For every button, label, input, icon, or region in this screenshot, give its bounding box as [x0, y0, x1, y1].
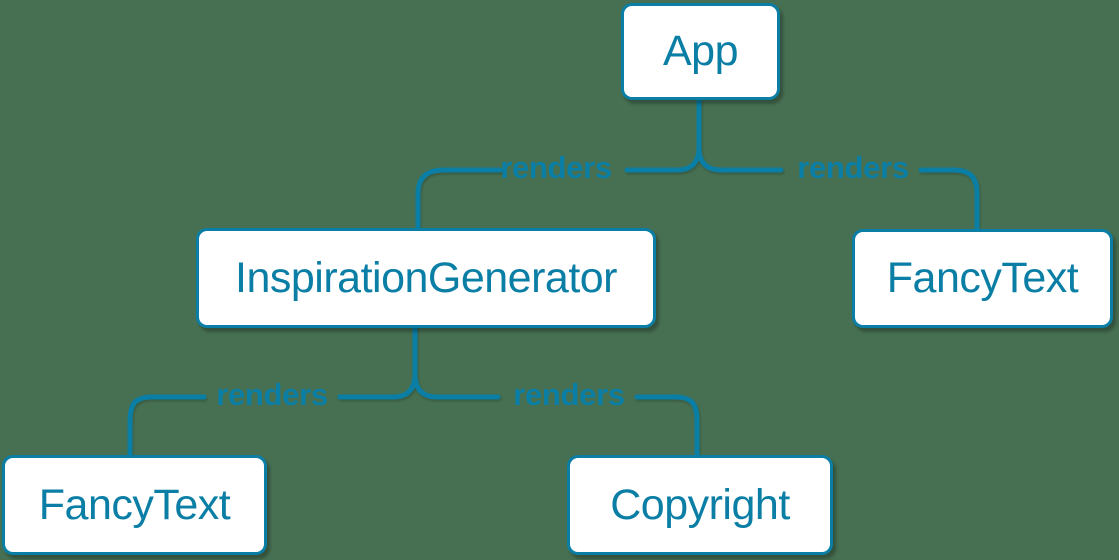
node-fancy-text-bottom-left: FancyText: [2, 455, 267, 555]
edge-label-inspiration-generator-fancy-text: renders: [216, 377, 328, 412]
edge-inspiration-generator-to-fancy-text-line: [337, 371, 418, 400]
edge-inspiration-generator-to-fancy-text-drop-line: [127, 394, 207, 458]
node-fancy-text-top-right-label: FancyText: [886, 254, 1079, 302]
node-app-label: App: [662, 27, 739, 75]
edge-app-to-fancy-text-drop-line: [918, 167, 980, 232]
node-inspiration-generator-label: InspirationGenerator: [235, 253, 618, 302]
edge-label-app-inspiration-generator: renders: [500, 150, 612, 185]
node-fancy-text-bottom-left-label: FancyText: [38, 480, 231, 529]
edge-label-inspiration-generator-copyright: renders: [513, 377, 625, 412]
edge-inspiration-generator-to-copyright-drop-line: [634, 394, 700, 458]
edge-app-to-fancy-text-line: [696, 144, 784, 173]
node-copyright-label: Copyright: [610, 480, 790, 529]
edge-app-to-inspiration-generator-line: [624, 144, 702, 173]
node-app: App: [621, 3, 780, 100]
edge-inspiration-generator-to-copyright-line: [412, 371, 501, 400]
edge-label-app-fancy-text: renders: [797, 150, 909, 185]
edge-app-to-inspiration-generator-drop-line: [415, 167, 503, 231]
node-inspiration-generator: InspirationGenerator: [196, 228, 656, 328]
node-copyright: Copyright: [567, 455, 833, 555]
node-fancy-text-top-right: FancyText: [852, 229, 1113, 328]
